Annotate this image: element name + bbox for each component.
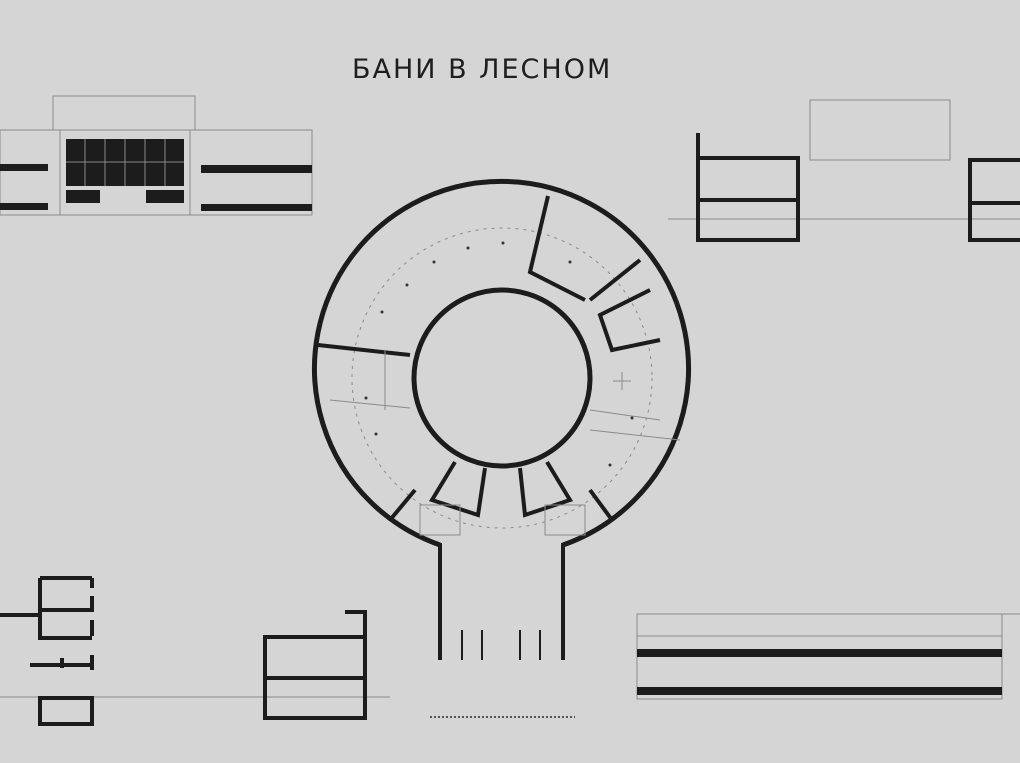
front-elevation (0, 95, 313, 216)
circular-plan (312, 178, 691, 718)
section-top-right (668, 99, 1020, 242)
side-elevation (636, 613, 1020, 700)
section-bottom-left (0, 576, 390, 726)
drawing-title: БАНИ В ЛЕСНОМ (352, 54, 613, 85)
